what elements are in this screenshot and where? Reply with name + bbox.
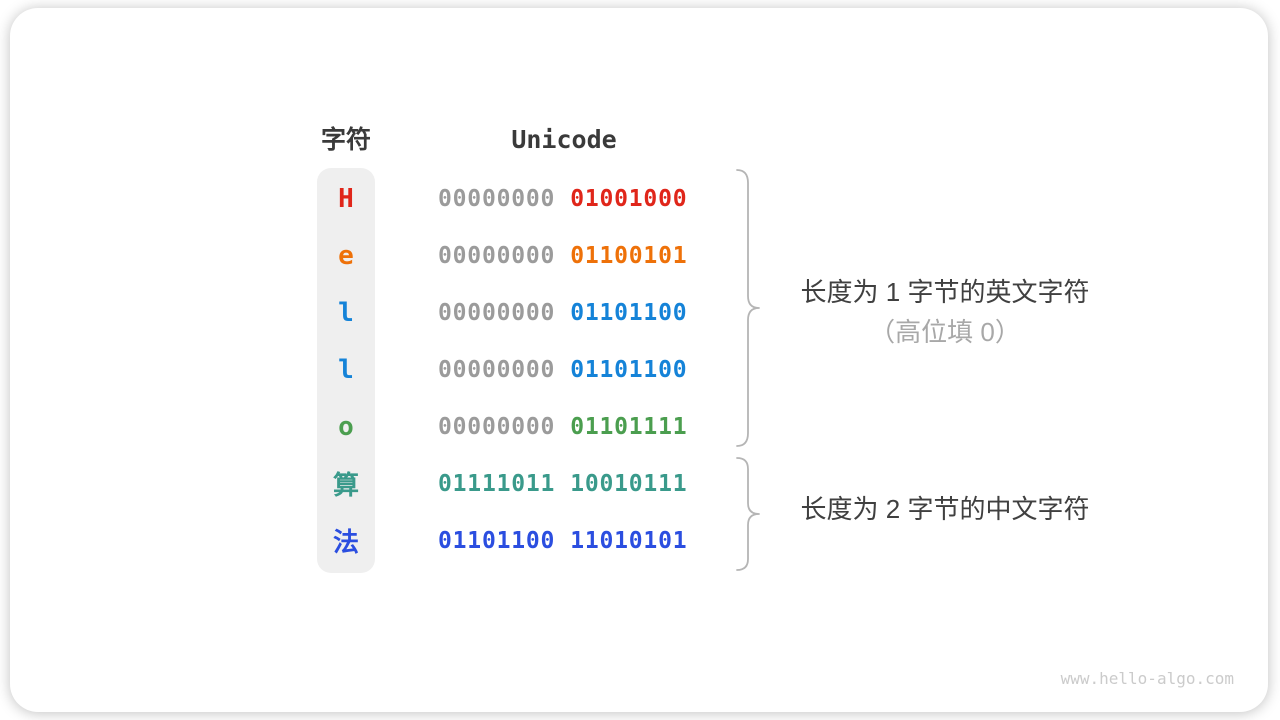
character-cell: 算 [332,471,359,501]
binary-cell: 01111011 10010111 [438,471,687,497]
column-header-unicode: Unicode [511,125,617,154]
english-group-label-line2: （高位填 0） [869,317,1021,347]
character-cell: o [338,411,354,442]
table-row: e 00000000 01100101 [317,227,737,284]
table-row: 法 01101100 11010101 [317,512,737,569]
binary-cell: 00000000 01101111 [438,414,687,440]
byte-low: 11010101 [570,527,688,554]
english-group-label: 长度为 1 字节的英文字符 （高位填 0） [785,272,1105,352]
byte-low: 01100101 [570,242,688,269]
brace-chinese-group [736,457,760,571]
encoding-rows: H 00000000 01001000 e 00000000 01100101 … [317,170,737,569]
byte-low: 01101100 [570,299,688,326]
byte-low: 01101100 [570,356,688,383]
binary-cell: 00000000 01001000 [438,186,687,212]
binary-cell: 01101100 11010101 [438,528,687,554]
binary-cell: 00000000 01100101 [438,243,687,269]
byte-high: 00000000 [438,299,556,326]
character-cell: l [338,297,354,328]
character-cell: 法 [332,528,359,558]
byte-high: 00000000 [438,413,556,440]
brace-english-group [736,169,760,447]
byte-low: 10010111 [570,470,688,497]
character-cell: e [338,240,354,271]
byte-high: 00000000 [438,242,556,269]
byte-high: 00000000 [438,356,556,383]
chinese-group-label: 长度为 2 字节的中文字符 [785,489,1105,529]
table-row: 算 01111011 10010111 [317,455,737,512]
english-group-label-line1: 长度为 1 字节的英文字符 [800,277,1090,307]
binary-cell: 00000000 01101100 [438,300,687,326]
binary-cell: 00000000 01101100 [438,357,687,383]
chinese-group-label-line1: 长度为 2 字节的中文字符 [800,494,1090,524]
site-watermark: www.hello-algo.com [1060,669,1234,688]
table-row: l 00000000 01101100 [317,284,737,341]
byte-high: 00000000 [438,185,556,212]
character-cell: H [338,183,354,214]
character-column-background [317,168,375,573]
byte-high: 01101100 [438,527,556,554]
byte-low: 01001000 [570,185,688,212]
table-row: l 00000000 01101100 [317,341,737,398]
byte-high: 01111011 [438,470,556,497]
character-cell: l [338,354,354,385]
table-row: o 00000000 01101111 [317,398,737,455]
byte-low: 01101111 [570,413,688,440]
table-row: H 00000000 01001000 [317,170,737,227]
column-header-character: 字符 [320,126,371,154]
diagram-card: 字符 Unicode H 00000000 01001000 e 0000000… [10,8,1268,712]
